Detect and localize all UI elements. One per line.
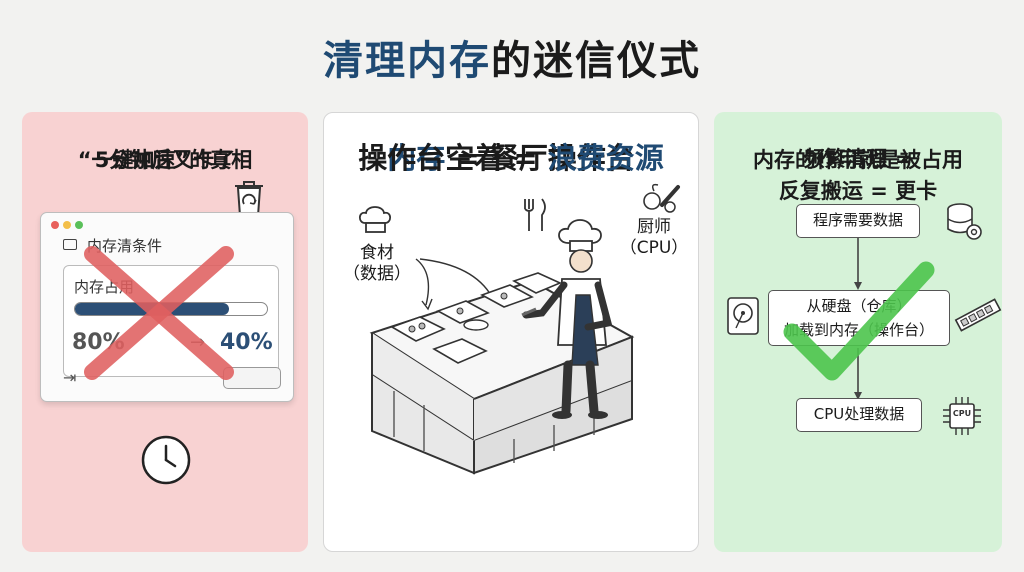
page-title: 清理内存的迷信仪式 <box>0 28 1024 86</box>
panel-memory-purpose: 内存的作用就是被占用 程序需要数据 从硬盘（仓库）加载到内存（操作台） CPU处… <box>714 112 1002 552</box>
panel-middle-footer: 操作台空着 = 浪费资源 <box>358 141 664 175</box>
panel-right-footer: 频繁清理 =反复搬运 = 更卡 <box>778 147 938 203</box>
ingredients-label: 食材（数据） <box>343 243 411 285</box>
window-maximize-dot[interactable] <box>75 221 83 229</box>
title-highlight: 清理内存 <box>323 38 491 84</box>
panel-left-footer: 5分钟后又卡了 <box>94 148 236 172</box>
cpu-chip-label: CPU <box>952 409 972 418</box>
exit-icon[interactable]: ⇥ <box>63 368 77 387</box>
chef-hat-icon <box>358 206 392 233</box>
chef-label: 厨师（CPU） <box>619 217 689 259</box>
check-mark-icon <box>783 261 935 381</box>
cpu-chip-icon: CPU <box>940 394 984 438</box>
panel-one-click-boost: “一键加速”的真相 内存清条件 内存占用 80% → 40% ⇥ <box>22 112 308 552</box>
percent-after: 40% <box>220 330 273 355</box>
flow-step-cpu-process: CPU处理数据 <box>796 398 922 432</box>
hard-disk-icon <box>727 297 759 335</box>
database-gear-icon <box>947 203 982 240</box>
window-minimize-dot[interactable] <box>63 221 71 229</box>
heading-rest: = 餐厅操作台 <box>445 141 635 175</box>
panel-middle-heading: 内存 = 餐厅操作台 <box>324 135 698 177</box>
window-title: 内存清条件 <box>87 237 163 255</box>
heading-highlight: 内存 <box>387 141 446 175</box>
panel-right-heading: 内存的作用就是被占用 <box>753 148 963 172</box>
vegetables-icon <box>643 183 680 213</box>
clock-icon <box>141 435 191 485</box>
memory-chip-icon <box>63 239 77 250</box>
cleaner-window: 内存清条件 内存占用 80% → 40% ⇥ <box>40 212 294 402</box>
flow-step-need-data: 程序需要数据 <box>796 204 920 238</box>
chef-icon <box>521 219 613 419</box>
title-rest: 的迷信仪式 <box>491 38 701 84</box>
cpu-chip-outline <box>943 397 981 435</box>
ram-stick-icon <box>954 298 1002 332</box>
panel-restaurant-counter: 内存 = 餐厅操作台 食材（数据） 厨师（CPU） <box>323 112 699 552</box>
panel-left-heading: “一键加速”的真相 <box>77 148 253 172</box>
window-close-dot[interactable] <box>51 221 59 229</box>
cutlery-icon <box>524 198 546 231</box>
cross-mark-icon <box>84 246 234 380</box>
